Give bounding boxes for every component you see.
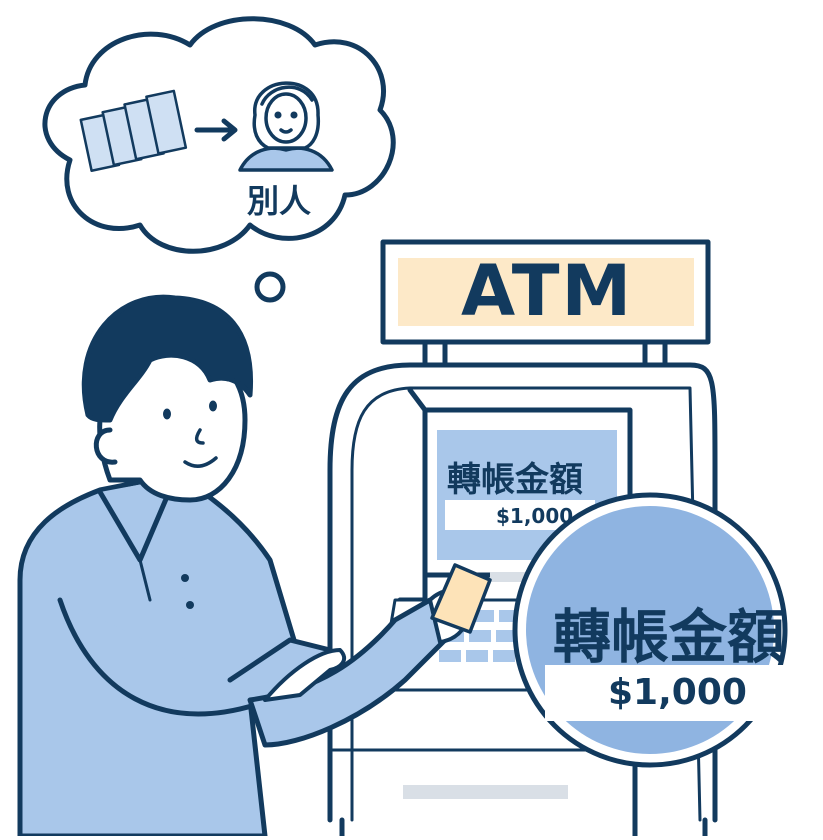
thought-bubble: [42, 16, 396, 303]
zoom-label: 轉帳金額: [553, 603, 786, 671]
recipient-label: 別人: [247, 182, 312, 220]
zoom-callout: [512, 492, 788, 839]
recipient-avatar: [238, 81, 334, 172]
cash-slot: [403, 785, 568, 799]
atm-screen-label: 轉帳金額: [447, 460, 583, 500]
bank-card: [430, 563, 492, 634]
zoom-amount: $1,000: [608, 672, 747, 713]
atm-screen-amount: $1,000: [496, 504, 574, 528]
banknotes-icon: [79, 89, 188, 173]
atm-sign-text: ATM: [461, 250, 634, 332]
man-user: [17, 294, 492, 839]
thought-dot: [254, 271, 286, 303]
arrow-right-icon: [194, 118, 238, 142]
